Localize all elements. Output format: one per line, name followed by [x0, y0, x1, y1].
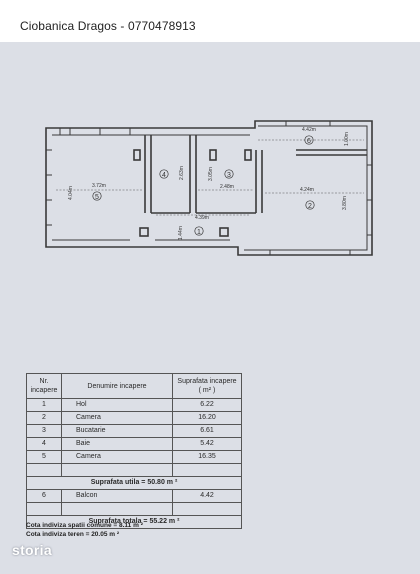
table-header-row: Nr. incapere Denumire incapere Suprafata… [26, 373, 242, 399]
storia-watermark: storia [12, 542, 52, 558]
row-nr: 4 [26, 437, 62, 451]
table-row: 3 Bucatarie 6.61 [26, 424, 242, 438]
room-3-width: 2.48m [220, 184, 234, 190]
util-area-row: Suprafata utila = 50.80 m ² [26, 476, 242, 490]
table-row-blank [26, 502, 242, 516]
row-name: Baie [61, 437, 173, 451]
common-share-note: Cota indiviza spatii comune = 8.11 m ² [26, 522, 143, 529]
plan-walls [45, 120, 373, 256]
room-1-height: 1.44m [178, 226, 184, 240]
room-3-height: 3.05m [208, 167, 214, 181]
row-nr: 5 [26, 450, 62, 464]
col-header-nr: Nr. incapere [26, 373, 62, 399]
room-1-number: 1 [197, 229, 201, 236]
row-nr: 3 [26, 424, 62, 438]
room-6-width: 4.42m [302, 127, 316, 133]
row-area: 16.20 [172, 411, 242, 425]
total-area-row: Suprafata totala = 55.22 m ² [26, 515, 242, 529]
row-area: 5.42 [172, 437, 242, 451]
header-bar: Ciobanica Dragos - 0770478913 [0, 0, 420, 42]
room-6-height: 1.00m [344, 132, 350, 146]
room-6-number: 6 [307, 138, 311, 145]
util-area: Suprafata utila = 50.80 m ² [26, 476, 242, 490]
room-5-width: 3.72m [92, 183, 106, 189]
table-row-balcony: 6 Balcon 4.42 [26, 489, 242, 503]
room-5-height: 4.04m [68, 186, 74, 200]
room-4-number: 4 [162, 172, 166, 179]
table-row: 2 Camera 16.20 [26, 411, 242, 425]
room-labels: 5 3.72m 4.04m 4 2.63m 3 2.48m 3.05m 2 4.… [68, 127, 350, 240]
notes: Cota indiviza spatii comune = 8.11 m ² C… [26, 521, 143, 539]
table-row: 1 Hol 6.22 [26, 398, 242, 412]
room-2-number: 2 [308, 203, 312, 210]
row-area: 4.42 [172, 489, 242, 503]
room-2-height: 3.80m [342, 196, 348, 210]
row-name: Hol [61, 398, 173, 412]
row-nr: 6 [26, 489, 62, 503]
contact-text: Ciobanica Dragos - 0770478913 [20, 19, 196, 33]
room-5-number: 5 [95, 194, 99, 201]
room-1-width: 4.39m [195, 215, 209, 221]
room-4-height: 2.63m [179, 166, 185, 180]
row-name: Camera [61, 450, 173, 464]
total-area: Suprafata totala = 55.22 m ² [26, 515, 242, 529]
land-share-note: Cota indiviza teren = 20.05 m ² [26, 531, 120, 538]
row-name: Camera [61, 411, 173, 425]
area-table: Nr. incapere Denumire incapere Suprafata… [26, 373, 242, 529]
row-area: 6.22 [172, 398, 242, 412]
room-3-number: 3 [227, 172, 231, 179]
row-area: 6.61 [172, 424, 242, 438]
row-area: 16.35 [172, 450, 242, 464]
dimension-lines [56, 139, 364, 216]
row-name: Bucatarie [61, 424, 173, 438]
table-row: 5 Camera 16.35 [26, 450, 242, 464]
row-nr: 2 [26, 411, 62, 425]
row-nr: 1 [26, 398, 62, 412]
table-row-blank [26, 463, 242, 477]
room-2-width: 4.24m [300, 187, 314, 193]
table-row: 4 Baie 5.42 [26, 437, 242, 451]
col-header-area: Suprafata incapere ( m² ) [172, 373, 242, 399]
row-name: Balcon [61, 489, 173, 503]
col-header-name: Denumire incapere [61, 373, 173, 399]
